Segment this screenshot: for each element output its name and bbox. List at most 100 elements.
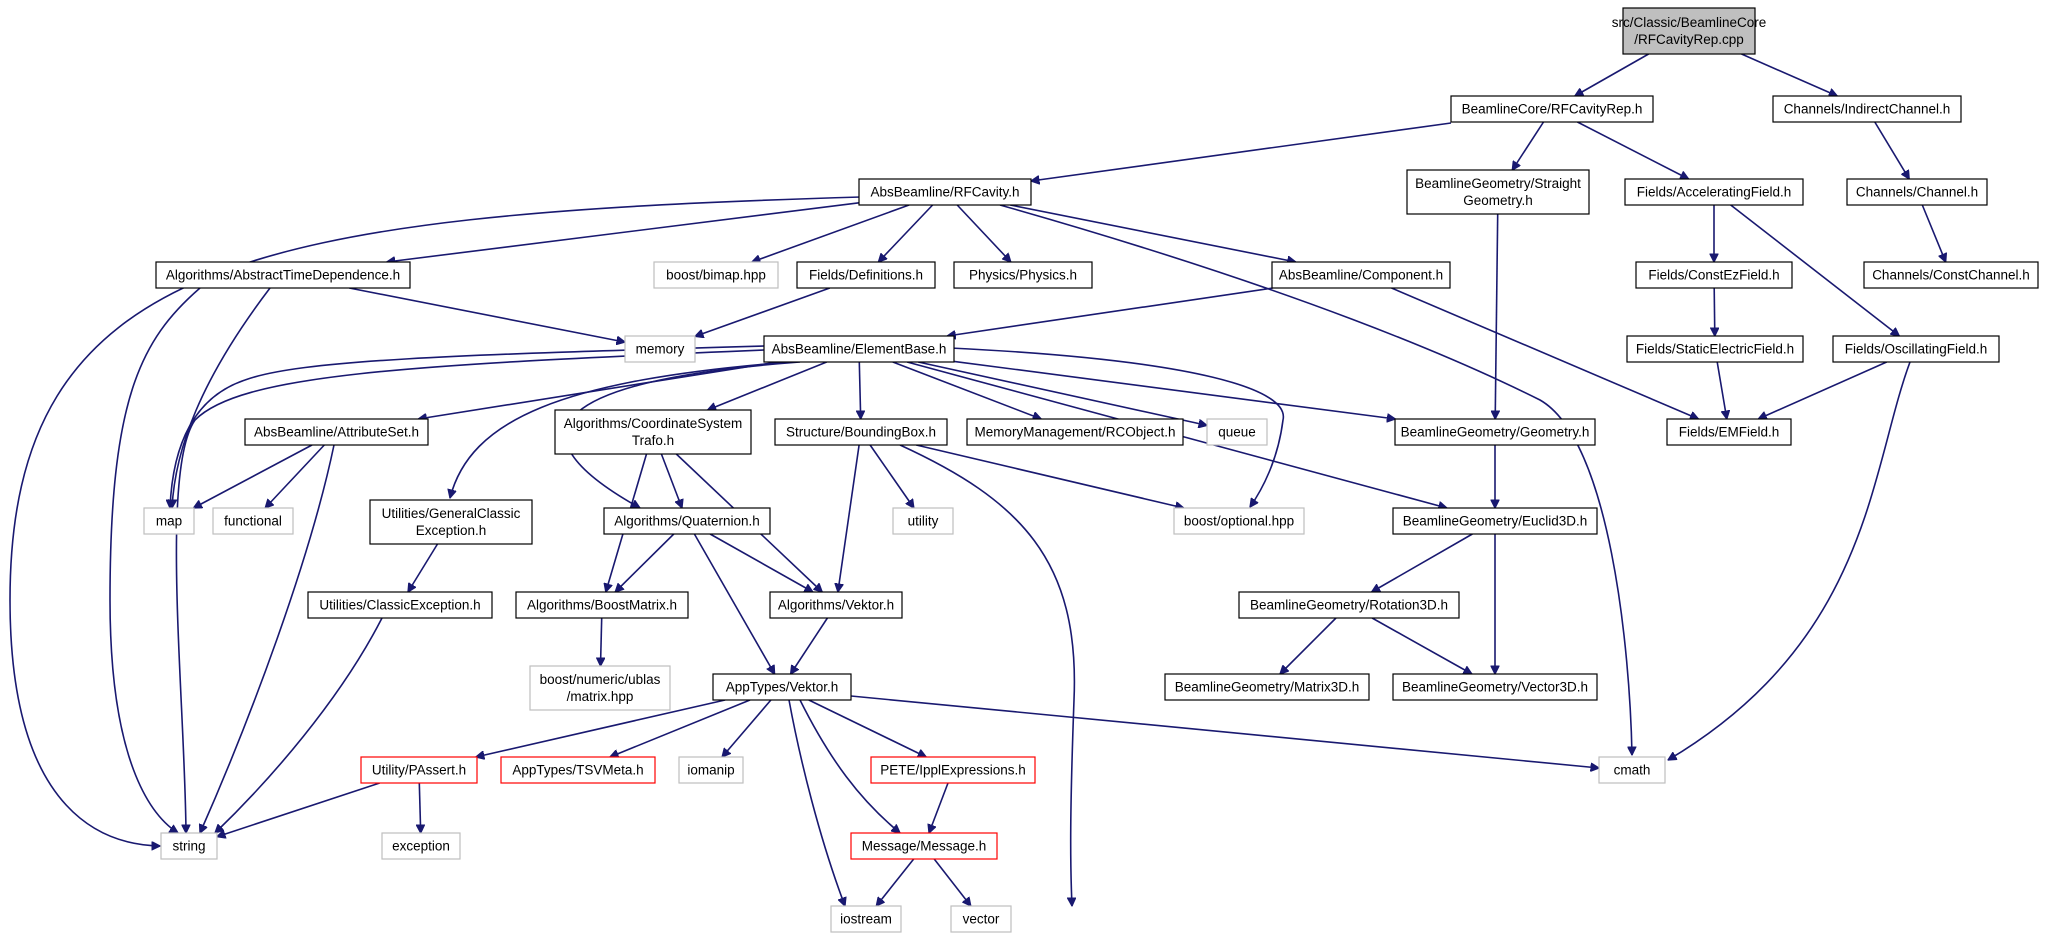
node-box (143, 507, 195, 535)
node-geometry[interactable]: BeamlineGeometry/Geometry.h (1394, 418, 1596, 446)
node-label: /matrix.hpp (567, 689, 634, 704)
node-memory: memory (624, 335, 696, 363)
edge-boundingbox-to-optional (916, 444, 1184, 508)
node-box (850, 832, 998, 860)
node-quaternion[interactable]: Algorithms/Quaternion.h (603, 507, 771, 535)
node-definitions[interactable]: Fields/Definitions.h (796, 261, 936, 289)
node-box (369, 499, 533, 545)
node-optional: boost/optional.hpp (1173, 507, 1305, 535)
node-label: cmath (1614, 763, 1651, 778)
edge-abstimedep-to-string (109, 287, 201, 833)
node-emfield[interactable]: Fields/EMField.h (1666, 418, 1792, 446)
node-channel[interactable]: Channels/Channel.h (1846, 178, 1988, 206)
node-label: Geometry.h (1463, 193, 1533, 208)
node-euclid3d[interactable]: BeamlineGeometry/Euclid3D.h (1392, 507, 1598, 535)
node-label: Message/Message.h (862, 839, 987, 854)
node-physics[interactable]: Physics/Physics.h (953, 261, 1093, 289)
node-ipplexpr[interactable]: PETE/IpplExpressions.h (870, 756, 1036, 784)
edge-elementbase-to-geometry (953, 360, 1395, 419)
node-component[interactable]: AbsBeamline/Component.h (1271, 261, 1451, 289)
node-box (155, 261, 411, 289)
node-label: Channels/ConstChannel.h (1872, 268, 2030, 283)
node-label: queue (1218, 425, 1256, 440)
edge-accelfield-to-oscillating (1730, 204, 1900, 336)
node-oscillating[interactable]: Fields/OscillatingField.h (1832, 335, 2000, 363)
node-label: string (172, 839, 205, 854)
node-passert[interactable]: Utility/PAssert.h (360, 756, 478, 784)
node-algvektor[interactable]: Algorithms/Vektor.h (769, 591, 903, 619)
node-box (1772, 95, 1962, 123)
node-queue: queue (1206, 418, 1268, 446)
node-label: functional (224, 514, 282, 529)
edge-constez-to-staticelectric (1714, 287, 1715, 336)
edge-classicexc-to-string (215, 617, 383, 833)
edge-boundingbox-to-utility (869, 444, 914, 508)
node-rcobject[interactable]: MemoryManagement/RCObject.h (966, 418, 1184, 446)
node-vector3d[interactable]: BeamlineGeometry/Vector3D.h (1392, 673, 1598, 701)
node-label: BeamlineGeometry/Euclid3D.h (1403, 514, 1588, 529)
node-map: map (143, 507, 195, 535)
node-classicexc[interactable]: Utilities/ClassicException.h (307, 591, 493, 619)
edge-boundingbox-to-vector (899, 444, 1074, 906)
node-ublasmatrix: boost/numeric/ublas/matrix.hpp (529, 665, 671, 711)
edge-rotation3d-to-matrix3d (1280, 617, 1337, 674)
node-constez[interactable]: Fields/ConstEzField.h (1635, 261, 1793, 289)
edge-attributeset-to-map (194, 444, 313, 509)
node-boostmatrix[interactable]: Algorithms/BoostMatrix.h (515, 591, 689, 619)
node-label: map (156, 514, 182, 529)
node-apptypesvektor[interactable]: AppTypes/Vektor.h (712, 673, 852, 701)
edge-rfcavity-to-physics (956, 204, 1011, 262)
node-attributeset[interactable]: AbsBeamline/AttributeSet.h (244, 418, 429, 446)
node-root[interactable]: src/Classic/BeamlineCore/RFCavityRep.cpp (1612, 7, 1767, 55)
node-box (1173, 507, 1305, 535)
edge-apptypesvektor-to-tsvmeta (610, 699, 751, 757)
node-rotation3d[interactable]: BeamlineGeometry/Rotation3D.h (1238, 591, 1460, 619)
node-box (1626, 335, 1804, 363)
node-label: Trafo.h (632, 433, 674, 448)
node-box (212, 507, 294, 535)
node-box (1392, 673, 1598, 701)
node-box (1392, 507, 1598, 535)
node-box (160, 832, 218, 860)
edge-apptypesvektor-to-cmath (850, 695, 1599, 768)
edge-abstimedep-to-memory (349, 287, 625, 342)
edge-apptypesvektor-to-message (799, 699, 900, 833)
node-label: Algorithms/AbstractTimeDependence.h (166, 268, 400, 283)
edge-quaternion-to-algvektor (709, 533, 813, 592)
node-label: Utilities/GeneralClassic (382, 506, 521, 521)
edge-boostmatrix-to-ublasmatrix (601, 617, 602, 666)
node-label: Channels/IndirectChannel.h (1784, 102, 1951, 117)
node-boundingbox[interactable]: Structure/BoundingBox.h (774, 418, 948, 446)
node-staticelectric[interactable]: Fields/StaticElectricField.h (1626, 335, 1804, 363)
edge-rfcavity-to-abstimedep (387, 202, 860, 262)
edge-rfcavity-to-component (1010, 204, 1296, 262)
node-box (1238, 591, 1460, 619)
node-box (244, 418, 429, 446)
node-box (830, 905, 902, 933)
edge-oscillating-to-emfield (1758, 361, 1888, 419)
node-cmath: cmath (1598, 756, 1666, 784)
node-box (360, 756, 478, 784)
node-box (953, 261, 1093, 289)
node-rfcavity[interactable]: AbsBeamline/RFCavity.h (858, 178, 1032, 206)
node-message[interactable]: Message/Message.h (850, 832, 998, 860)
node-box (1622, 7, 1756, 55)
edge-elementbase-to-attributeset (418, 361, 778, 419)
node-rfcavityrep[interactable]: BeamlineCore/RFCavityRep.h (1450, 95, 1654, 123)
node-accelfield[interactable]: Fields/AcceleratingField.h (1624, 178, 1804, 206)
node-constchannel[interactable]: Channels/ConstChannel.h (1863, 261, 2039, 289)
node-indirectchannel[interactable]: Channels/IndirectChannel.h (1772, 95, 1962, 123)
node-utility: utility (892, 507, 954, 535)
node-box (500, 756, 656, 784)
node-elementbase[interactable]: AbsBeamline/ElementBase.h (763, 335, 955, 363)
node-abstimedep[interactable]: Algorithms/AbstractTimeDependence.h (155, 261, 411, 289)
node-label: Algorithms/BoostMatrix.h (527, 598, 677, 613)
node-label: Fields/AcceleratingField.h (1637, 185, 1792, 200)
node-iostream: iostream (830, 905, 902, 933)
node-box (1863, 261, 2039, 289)
node-matrix3d[interactable]: BeamlineGeometry/Matrix3D.h (1164, 673, 1370, 701)
node-tsvmeta[interactable]: AppTypes/TSVMeta.h (500, 756, 656, 784)
